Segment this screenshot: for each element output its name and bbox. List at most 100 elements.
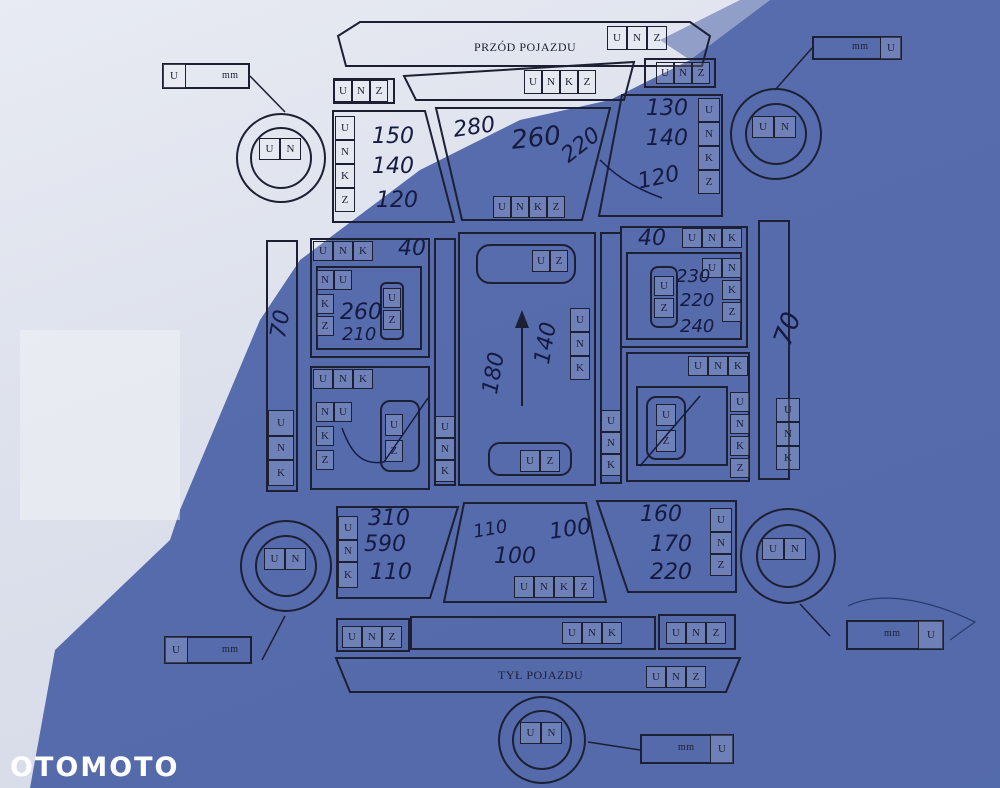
lhl-cell-n: N xyxy=(352,80,370,102)
front-bumper-cell-n: N xyxy=(627,26,647,50)
lsill-cell-u: U xyxy=(268,410,294,436)
trunk-cell-u: U xyxy=(514,576,534,598)
rff-cell-k: K xyxy=(698,146,720,170)
grille-cell-u: U xyxy=(524,70,542,94)
wfl-cell-n: N xyxy=(280,138,301,160)
left-rear-window xyxy=(380,400,420,472)
lp-cell-u: U xyxy=(435,416,455,438)
lfd-top-u: U xyxy=(313,241,333,261)
lrw-cell-u: U xyxy=(385,414,403,436)
rfd-cell-n: N xyxy=(722,258,742,278)
rrd-cell-n: N xyxy=(730,414,750,434)
fws-cell-u: U xyxy=(532,250,550,272)
rpanel-cell-k: K xyxy=(602,622,622,644)
hw-lff-3: 120 xyxy=(376,188,418,213)
front-grille-shape xyxy=(402,60,636,101)
rear-windshield xyxy=(488,442,572,476)
hood-cell-z: Z xyxy=(547,196,565,218)
rpanel-cell-n: N xyxy=(582,622,602,644)
front-windshield xyxy=(476,244,576,284)
rtl-cell-z: Z xyxy=(706,622,726,644)
lff-cell-z: Z xyxy=(335,188,355,212)
wrl-cell-u: U xyxy=(264,548,285,570)
rhl-cell-z: Z xyxy=(692,62,710,84)
front-label: PRZÓD POJAZDU xyxy=(474,40,577,54)
mm-fl-cell-u: U xyxy=(162,63,186,89)
grille-cell-n: N xyxy=(542,70,560,94)
left-rear-door xyxy=(310,366,430,490)
mm-rl-cell-u: U xyxy=(164,636,188,664)
lfw-cell-u: U xyxy=(383,288,401,308)
rhl-cell-n: N xyxy=(674,62,692,84)
mm-label-fr: mm xyxy=(852,41,869,52)
wrr-cell-u: U xyxy=(762,538,784,560)
rp-cell-k: K xyxy=(601,454,621,476)
lfd-top-k: K xyxy=(353,241,373,261)
rrf-cell-n: N xyxy=(710,532,732,554)
rfd-cell-u: U xyxy=(702,258,722,278)
mm-spare-cell-u: U xyxy=(710,734,734,764)
rear-bumper-cell-u: U xyxy=(646,666,666,688)
hw-lfd-2: 210 xyxy=(342,324,377,345)
grille-cell-z: Z xyxy=(578,70,596,94)
mm-label-fl: mm xyxy=(222,70,239,81)
hw-lrf-2: 590 xyxy=(364,532,406,557)
rrw-cell-u: U xyxy=(656,404,676,426)
lrf-cell-n: N xyxy=(338,540,358,562)
otomoto-logo: OTOMOTO xyxy=(10,752,180,783)
rtl-cell-n: N xyxy=(686,622,706,644)
wheel-rear-left-inner xyxy=(255,535,317,597)
right-rear-window xyxy=(646,396,686,460)
right-sill xyxy=(758,220,790,480)
rp-cell-u: U xyxy=(601,410,621,432)
wfl-cell-u: U xyxy=(259,138,280,160)
rsill-cell-n: N xyxy=(776,422,800,446)
rtl-cell-u: U xyxy=(666,622,686,644)
hw-lfd-top: 40 xyxy=(398,236,426,261)
lhl-cell-u: U xyxy=(334,80,352,102)
rrd-cell-z: Z xyxy=(730,458,750,478)
rrd-cell-k: K xyxy=(730,436,750,456)
wheel-spare xyxy=(498,696,586,784)
wheel-rear-right xyxy=(740,508,836,604)
lrd-top-u: U xyxy=(313,369,333,389)
lff-cell-u: U xyxy=(335,116,355,140)
lfd-top-n: N xyxy=(333,241,353,261)
rpanel-cell-u: U xyxy=(562,622,582,644)
rrd-top-u: U xyxy=(688,356,708,376)
lrd-top-n: N xyxy=(333,369,353,389)
lfd-cell-n: N xyxy=(316,270,334,290)
hood-cell-k: K xyxy=(529,196,547,218)
wsp-cell-u: U xyxy=(520,722,541,744)
roof-cell-n: N xyxy=(570,332,590,356)
hw-rff-1: 130 xyxy=(646,96,688,121)
rrw-cell-z: Z xyxy=(656,430,676,452)
front-bumper-shape xyxy=(336,21,712,67)
rfw-cell-u: U xyxy=(654,276,674,296)
mm-label-spare: mm xyxy=(678,742,695,753)
hw-lff-1: 150 xyxy=(372,124,414,149)
fws-cell-z: Z xyxy=(550,250,568,272)
rear-panel xyxy=(410,616,656,650)
rp-cell-n: N xyxy=(601,432,621,454)
rfd-top-k: K xyxy=(722,228,742,248)
ltl-cell-z: Z xyxy=(382,626,402,648)
left-front-fender-shape xyxy=(332,110,456,223)
left-rear-fender-shape xyxy=(336,506,460,599)
rear-bumper-shape xyxy=(334,657,742,693)
trunk-shape xyxy=(442,502,608,603)
mm-fr-cell-u: U xyxy=(880,36,902,60)
trunk-cell-k: K xyxy=(554,576,574,598)
trunk-cell-n: N xyxy=(534,576,554,598)
lsill-cell-n: N xyxy=(268,436,294,460)
rws-cell-z: Z xyxy=(540,450,560,472)
lp-cell-k: K xyxy=(435,460,455,482)
hw-rfd-top: 40 xyxy=(638,226,666,251)
wrr-cell-n: N xyxy=(784,538,806,560)
rrf-cell-u: U xyxy=(710,508,732,532)
left-front-door xyxy=(310,238,430,358)
rhl-cell-u: U xyxy=(656,62,674,84)
